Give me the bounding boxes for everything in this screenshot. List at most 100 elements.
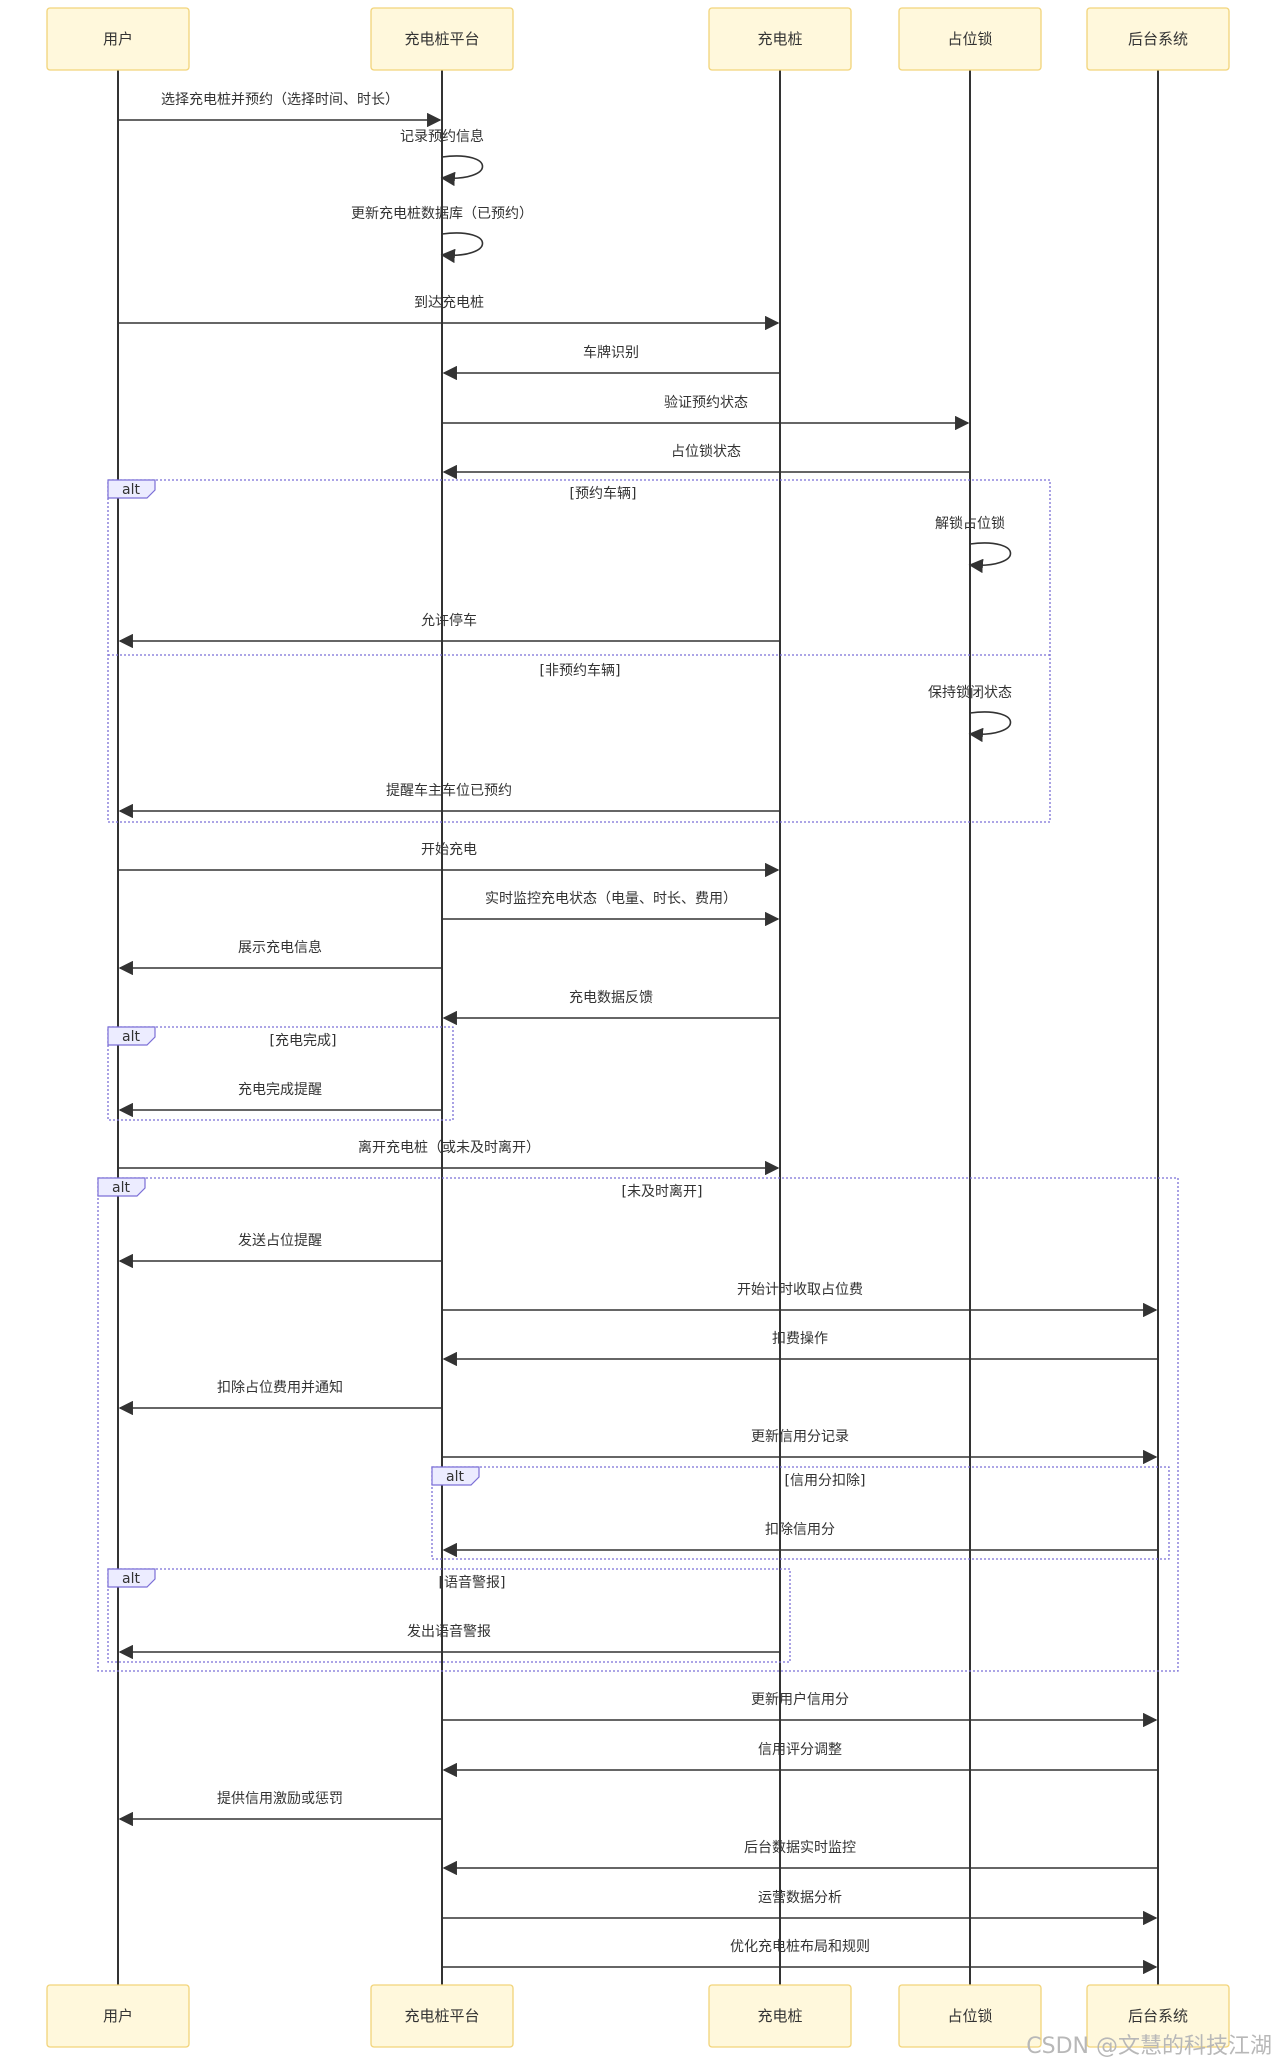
message: 发送占位提醒 <box>118 1233 442 1269</box>
alt-fragment: alt[未及时离开] <box>97 1177 1179 1672</box>
alt-fragment: alt [充电完成] <box>107 1026 454 1121</box>
participant-label: 后台系统 <box>1128 2007 1188 2025</box>
message-label: 开始充电 <box>421 842 477 858</box>
participant-label: 充电桩平台 <box>404 2007 479 2025</box>
participant-lock-top: 占位锁 <box>898 7 1042 71</box>
message-label: 占位锁状态 <box>671 444 741 460</box>
message: 验证预约状态 <box>442 395 970 431</box>
participant-pile-top: 充电桩 <box>708 7 852 71</box>
message-label: 发送占位提醒 <box>238 1233 322 1249</box>
message: 到达充电桩 <box>118 294 780 331</box>
message: 离开充电桩（或未及时离开） <box>118 1139 780 1176</box>
message: 解锁占位锁 <box>935 516 1012 574</box>
participant-box <box>898 7 1042 71</box>
participant-box <box>370 7 514 71</box>
message-label: 允许停车 <box>421 612 477 629</box>
message-label: 发出语音警报 <box>407 1623 491 1640</box>
fragment-border <box>431 1466 1170 1560</box>
message-label: 提供信用激励或惩罚 <box>217 1790 343 1807</box>
message: 开始计时收取占位费 <box>442 1282 1158 1318</box>
fragment-tag <box>431 1466 480 1486</box>
message-label: 更新用户信用分 <box>751 1691 849 1708</box>
participant-platform-bottom: 充电桩平台 <box>370 1984 514 2048</box>
participant-label: 占位锁 <box>947 2007 992 2025</box>
message-label: 离开充电桩（或未及时离开） <box>358 1139 540 1156</box>
fragment-tag <box>97 1177 146 1197</box>
message: 信用评分调整 <box>442 1742 1158 1778</box>
alt-fragment: alt[预约车辆][非预约车辆] <box>107 479 1051 823</box>
participant-label: 充电桩 <box>757 30 802 48</box>
message-label: 扣费操作 <box>772 1331 828 1347</box>
message: 发出语音警报 <box>118 1623 780 1660</box>
message: 实时监控充电状态（电量、时长、费用） <box>442 891 780 927</box>
message-label: 充电完成提醒 <box>238 1082 322 1098</box>
fragment-tag <box>107 1026 156 1046</box>
message: 充电数据反馈 <box>442 990 780 1026</box>
message: 记录预约信息 <box>400 128 484 187</box>
watermark-text: CSDN @文慧的科技江湖 <box>1026 2034 1272 2059</box>
message-label: 后台数据实时监控 <box>744 1840 856 1856</box>
message: 允许停车 <box>118 612 780 649</box>
participant-label: 用户 <box>103 30 133 48</box>
alt-fragment: alt [语音警报] <box>107 1568 791 1663</box>
message: 充电完成提醒 <box>118 1082 442 1118</box>
fragment-kind: alt <box>122 1029 140 1045</box>
message-label: 到达充电桩 <box>414 294 484 311</box>
message-label: 运营数据分析 <box>758 1890 842 1906</box>
fragment-condition: [语音警报] <box>439 1574 506 1591</box>
message-label: 展示充电信息 <box>238 939 322 956</box>
fragment-tag <box>107 1568 156 1588</box>
message: 占位锁状态 <box>442 444 970 480</box>
message-label: 更新充电桩数据库（已预约） <box>351 205 533 222</box>
message: 选择充电桩并预约（选择时间、时长） <box>118 91 442 128</box>
message-label: 实时监控充电状态（电量、时长、费用） <box>485 891 737 907</box>
self-message-arrow <box>440 232 484 264</box>
fragment-border <box>107 1026 454 1121</box>
fragment-border <box>97 1177 1179 1672</box>
message: 保持锁闭状态 <box>928 685 1012 743</box>
message-label: 更新信用分记录 <box>751 1429 849 1445</box>
lifelines <box>117 70 1159 1985</box>
participant-box <box>46 7 190 71</box>
participant-label: 后台系统 <box>1128 30 1188 48</box>
message-label: 记录预约信息 <box>400 128 484 145</box>
fragment-kind: alt <box>122 482 140 498</box>
message-label: 解锁占位锁 <box>935 516 1005 532</box>
message: 扣除信用分 <box>442 1522 1158 1558</box>
message-label: 开始计时收取占位费 <box>737 1282 863 1298</box>
alt-fragments: alt[预约车辆][非预约车辆]alt[充电完成]alt[未及时离开]alt[信… <box>97 479 1179 1672</box>
fragment-condition: [信用分扣除] <box>785 1473 866 1489</box>
message: 车牌识别 <box>442 344 780 381</box>
message: 提醒车主车位已预约 <box>118 782 780 819</box>
message: 优化充电桩布局和规则 <box>442 1938 1158 1975</box>
fragment-kind: alt <box>446 1469 464 1485</box>
message-label: 优化充电桩布局和规则 <box>730 1938 870 1955</box>
message: 更新信用分记录 <box>442 1429 1158 1465</box>
message: 展示充电信息 <box>118 939 442 976</box>
participant-label: 充电桩平台 <box>404 30 479 48</box>
message-label: 扣除占位费用并通知 <box>217 1379 343 1396</box>
message-label: 保持锁闭状态 <box>928 685 1012 701</box>
fragment-kind: alt <box>122 1571 140 1587</box>
fragment-border <box>107 1568 791 1663</box>
fragment-condition: [预约车辆] <box>570 485 637 502</box>
participant-box <box>708 1984 852 2048</box>
participant-box <box>46 1984 190 2048</box>
message: 后台数据实时监控 <box>442 1840 1158 1876</box>
participant-box <box>370 1984 514 2048</box>
message: 更新充电桩数据库（已预约） <box>351 205 533 264</box>
message-label: 充电数据反馈 <box>569 990 653 1006</box>
fragment-border <box>107 479 1051 823</box>
message-label: 验证预约状态 <box>664 395 748 411</box>
message: 更新用户信用分 <box>442 1691 1158 1728</box>
message-label: 选择充电桩并预约（选择时间、时长） <box>161 91 399 108</box>
message: 扣除占位费用并通知 <box>118 1379 442 1416</box>
fragment-condition: [充电完成] <box>270 1033 337 1049</box>
participant-label: 用户 <box>103 2007 133 2025</box>
participant-box <box>898 1984 1042 2048</box>
message-label: 扣除信用分 <box>765 1522 835 1538</box>
fragment-kind: alt <box>112 1180 130 1196</box>
